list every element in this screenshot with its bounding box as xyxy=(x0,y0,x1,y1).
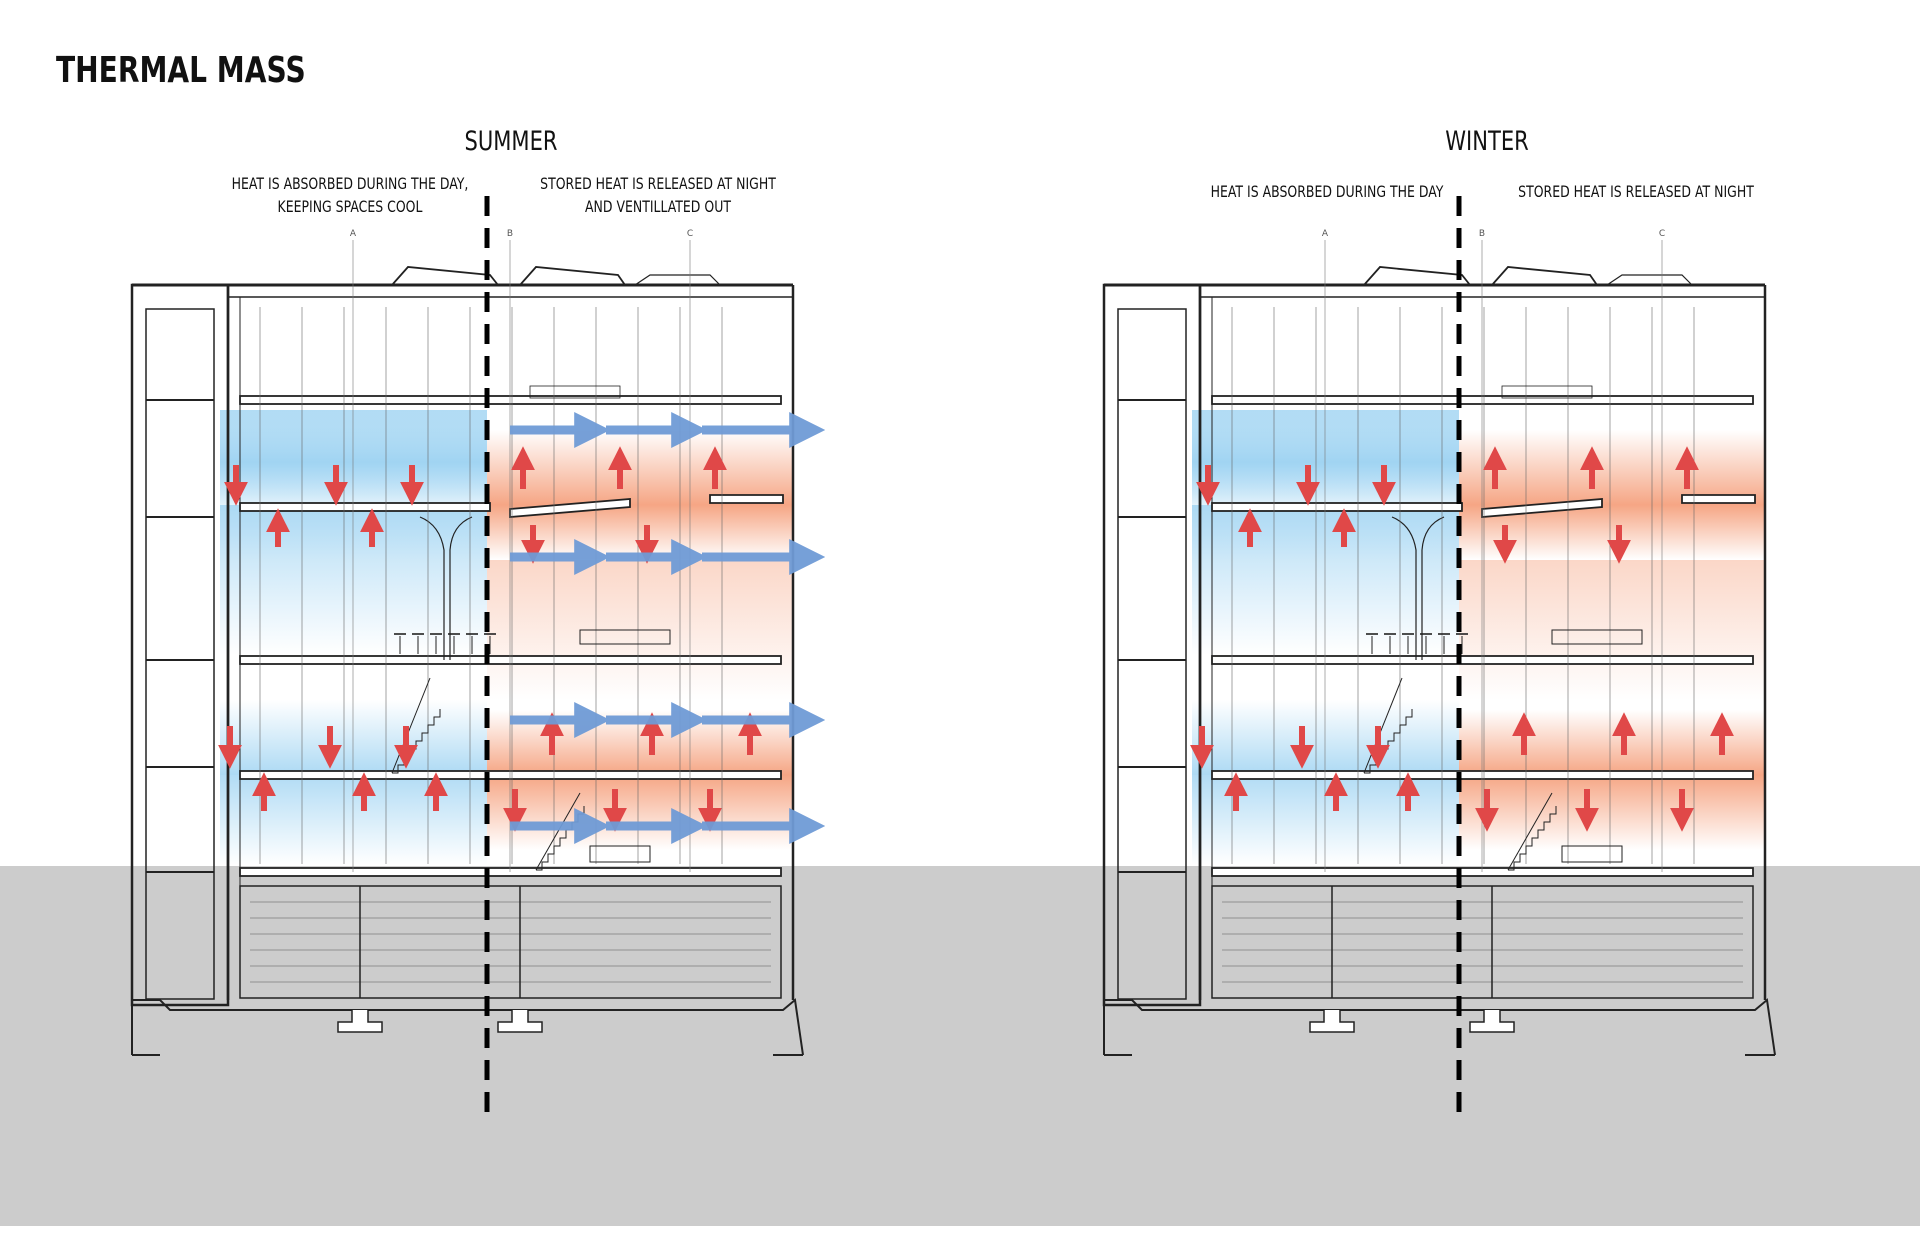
level-3-slab xyxy=(239,502,491,512)
summer-night-note: STORED HEAT IS RELEASED AT NIGHT AND VEN… xyxy=(455,172,861,218)
cool-zone xyxy=(1192,700,1459,775)
table xyxy=(1561,845,1623,863)
ground-slab xyxy=(1211,867,1754,877)
level-4-slab xyxy=(1211,395,1754,405)
cool-zone xyxy=(1192,505,1459,655)
level-4-slab xyxy=(239,395,782,405)
bottom-margin xyxy=(0,1226,1920,1242)
mushroom-column xyxy=(419,516,473,660)
level-2-slab xyxy=(1211,655,1754,665)
sofa xyxy=(1551,629,1643,645)
cool-zone xyxy=(1192,410,1459,505)
grid-label: A xyxy=(350,229,357,239)
heat-arrows xyxy=(1190,446,1734,832)
section-summer: A B C xyxy=(130,196,826,1112)
grid-label: C xyxy=(687,229,693,239)
summer-day-note-line: HEAT IS ABSORBED DURING THE DAY, xyxy=(231,174,469,193)
pile-cap xyxy=(337,1010,383,1033)
grid-label: C xyxy=(1659,229,1665,239)
stair-rail xyxy=(535,792,581,871)
level-3-east-slab xyxy=(709,494,784,504)
section-winter: A B C xyxy=(1102,196,1776,1112)
warm-zone xyxy=(487,430,793,505)
cool-zone xyxy=(220,410,487,505)
roof-parapet xyxy=(1606,274,1693,286)
shelf xyxy=(529,385,621,399)
structure xyxy=(130,240,804,1056)
pile-cap xyxy=(1309,1010,1355,1033)
level-3-east-slab xyxy=(1681,494,1756,504)
stair-rail xyxy=(1507,792,1553,871)
warm-zone xyxy=(1459,775,1765,850)
skylight xyxy=(391,266,499,286)
skylight xyxy=(1491,266,1598,286)
level-2-slab xyxy=(239,655,782,665)
summer-night-note-line: STORED HEAT IS RELEASED AT NIGHT xyxy=(540,174,776,193)
cool-zone xyxy=(220,505,487,655)
skylight xyxy=(519,266,626,286)
ground-plane xyxy=(0,866,1920,1226)
roof-parapet xyxy=(634,274,721,286)
winter-day-note-line: HEAT IS ABSORBED DURING THE DAY xyxy=(1210,182,1444,201)
core-inner xyxy=(145,308,215,1000)
grid-label: B xyxy=(507,229,513,239)
basement xyxy=(1211,885,1754,999)
sofa xyxy=(579,629,671,645)
mushroom-column xyxy=(1391,516,1445,660)
winter-night-note: STORED HEAT IS RELEASED AT NIGHT xyxy=(1433,180,1839,203)
shelf xyxy=(1501,385,1593,399)
level-1-slab xyxy=(1211,770,1754,780)
grid-label: B xyxy=(1479,229,1485,239)
warm-zone xyxy=(1459,430,1765,505)
summer-night-note-line: AND VENTILLATED OUT xyxy=(585,197,731,216)
foundation xyxy=(131,998,804,1056)
level-1-slab xyxy=(239,770,782,780)
page-title: THERMAL MASS xyxy=(56,50,306,91)
warm-zone xyxy=(487,775,793,850)
summer-heading: SUMMER xyxy=(464,126,558,157)
basement xyxy=(239,885,782,999)
foundation xyxy=(1103,998,1776,1056)
core-inner xyxy=(1117,308,1187,1000)
winter-night-note-line: STORED HEAT IS RELEASED AT NIGHT xyxy=(1518,182,1754,201)
ventilation-arrows xyxy=(510,412,826,844)
ground-slab xyxy=(239,867,782,877)
winter-heading: WINTER xyxy=(1445,126,1529,157)
skylight xyxy=(1363,266,1471,286)
winter-day-note: HEAT IS ABSORBED DURING THE DAY xyxy=(1124,180,1530,203)
pile-cap xyxy=(1469,1010,1515,1033)
heat-arrows xyxy=(218,446,762,832)
table xyxy=(589,845,651,863)
cool-zone xyxy=(220,700,487,775)
summer-day-note: HEAT IS ABSORBED DURING THE DAY, KEEPING… xyxy=(147,172,553,218)
pile-cap xyxy=(497,1010,543,1033)
level-3-slab xyxy=(1211,502,1463,512)
stair xyxy=(1508,806,1557,871)
grid-label: A xyxy=(1322,229,1329,239)
summer-day-note-line: KEEPING SPACES COOL xyxy=(277,197,423,216)
